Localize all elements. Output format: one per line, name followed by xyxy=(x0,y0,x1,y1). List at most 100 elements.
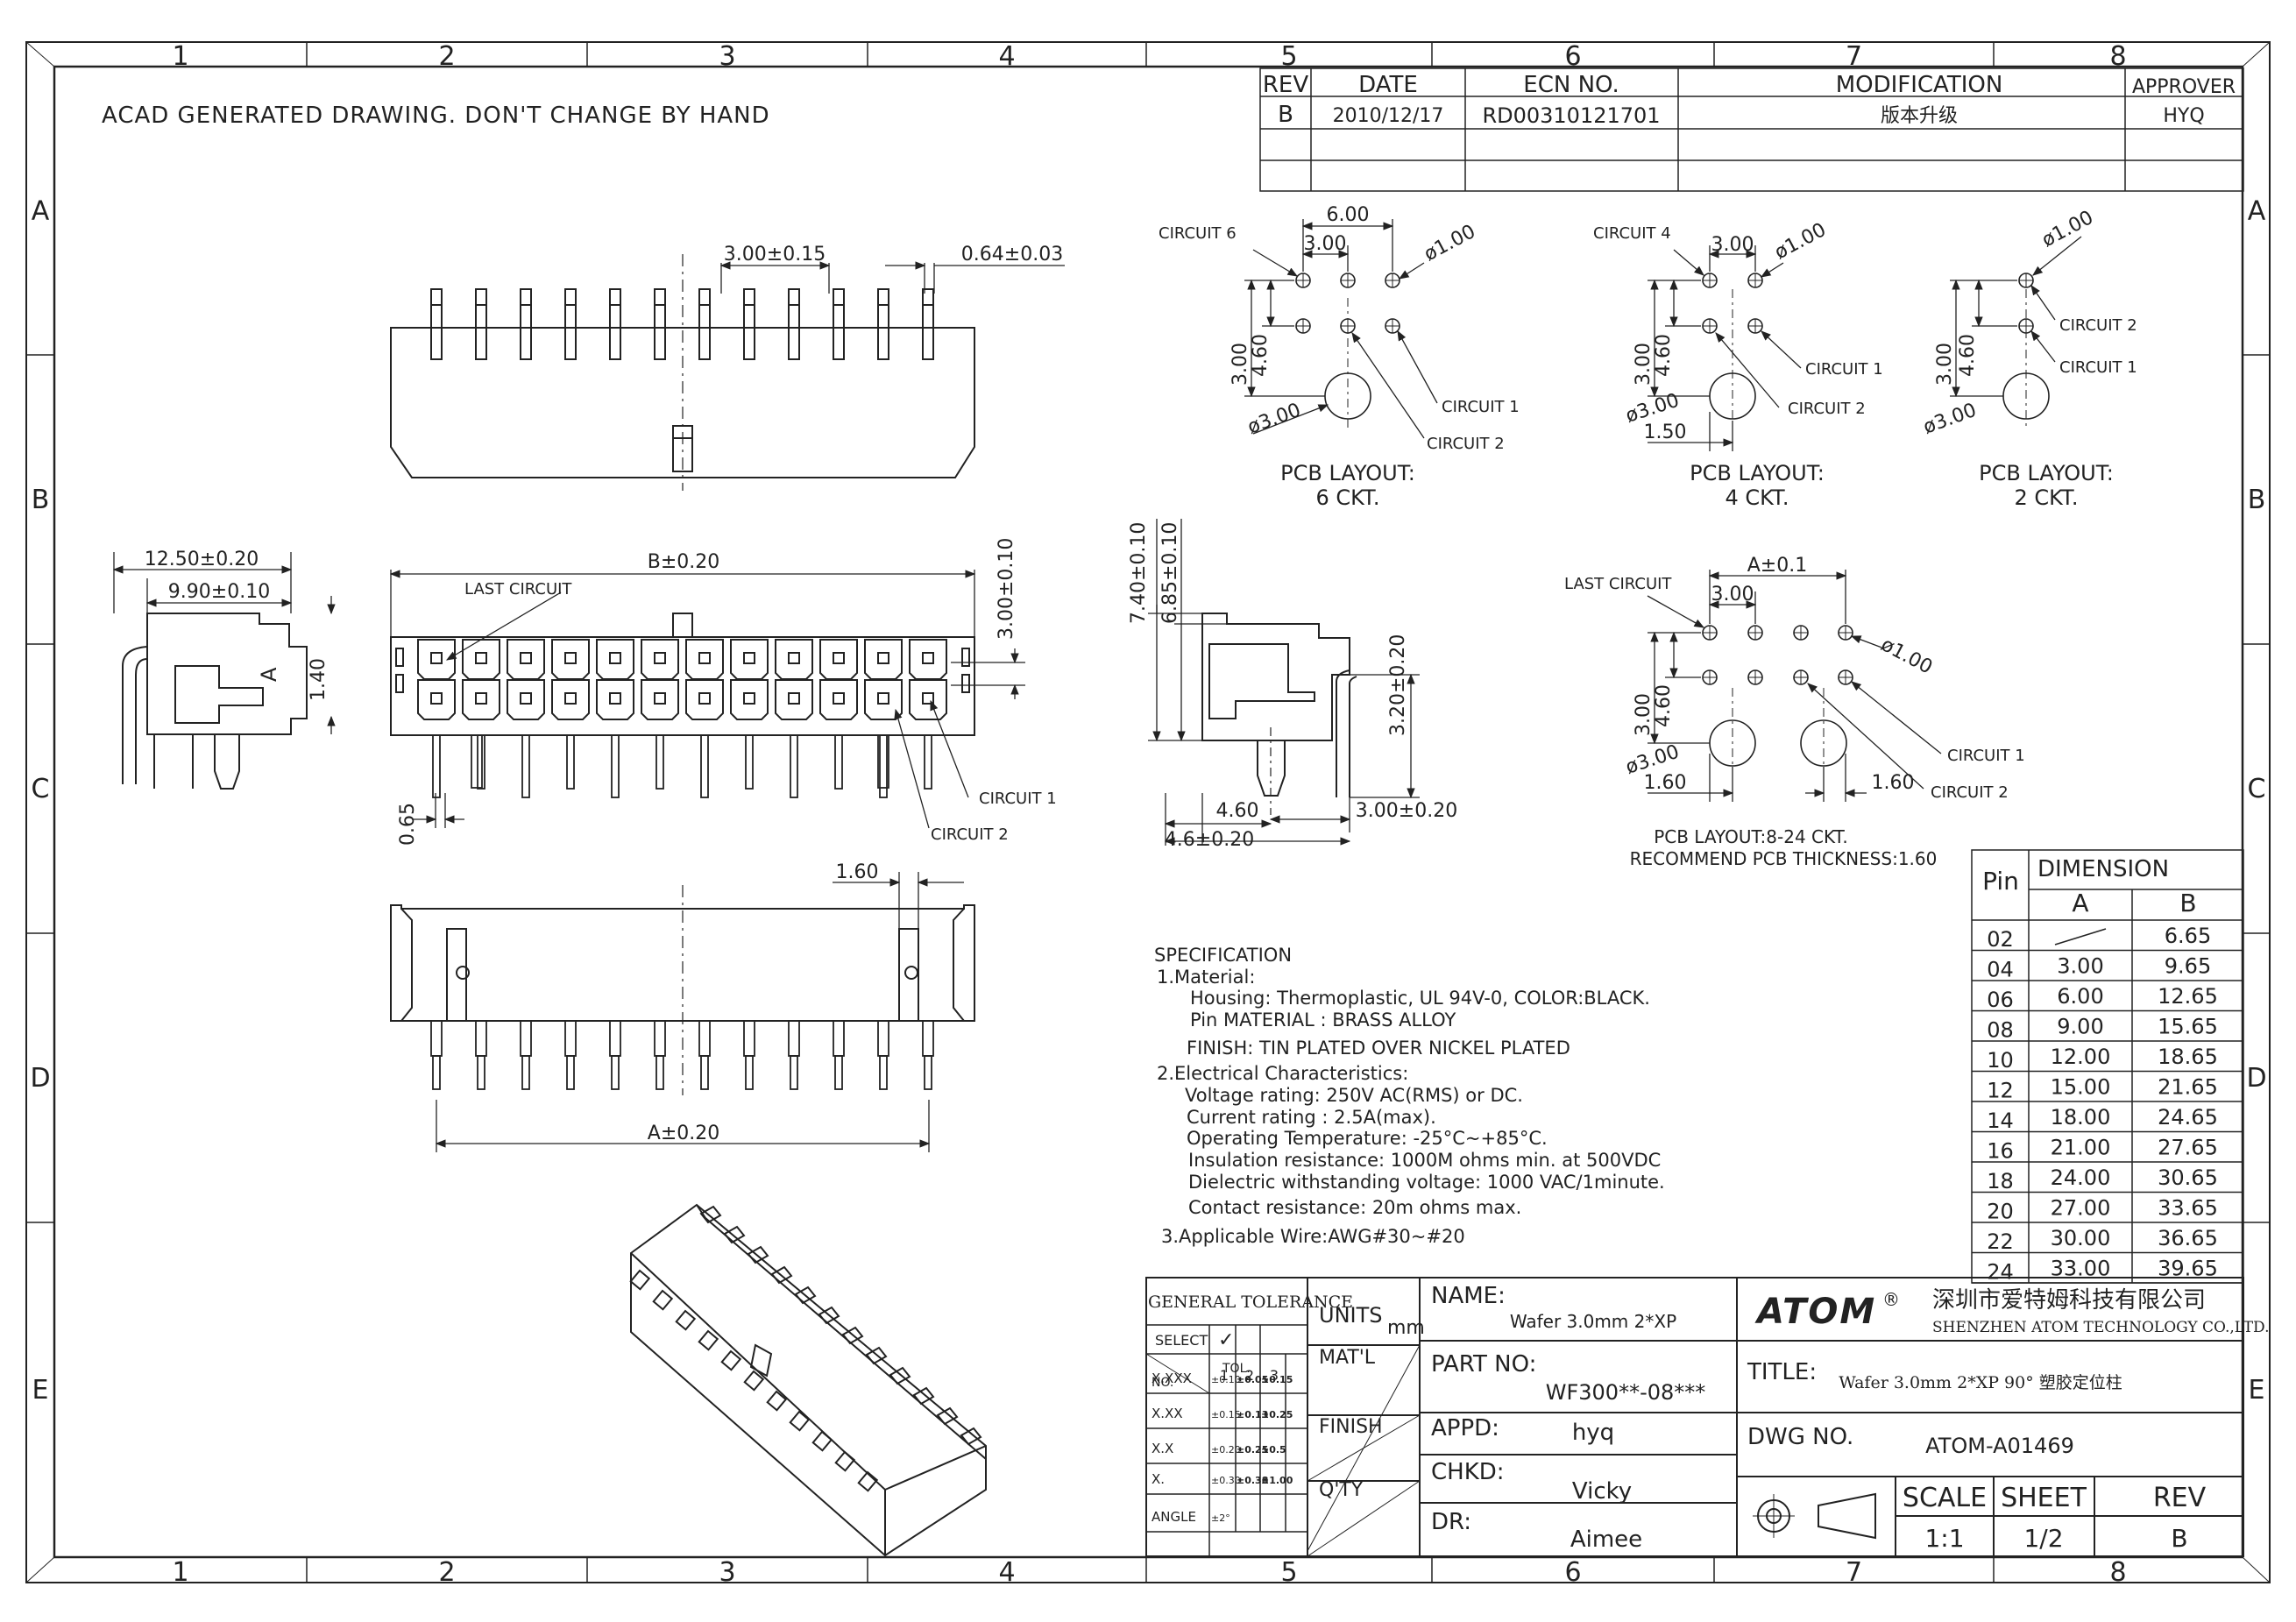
zone-ticks xyxy=(26,42,2270,1583)
dim-row-b: 36.65 xyxy=(2158,1226,2218,1250)
top-pin xyxy=(834,734,843,790)
front-pin xyxy=(520,288,532,360)
front-pin xyxy=(877,288,889,360)
rev-value-rev: B xyxy=(1278,102,1293,128)
tolerance-value: ±0.15 xyxy=(1261,1374,1293,1385)
dim-row-pin: 02 xyxy=(1987,927,2014,952)
tolerance-value: ±0.20 xyxy=(1211,1444,1241,1456)
dim-row-a: 33.00 xyxy=(2051,1257,2111,1281)
top-circuit2-label: CIRCUIT 2 xyxy=(931,825,1009,844)
spec-line: Current rating : 2.5A(max). xyxy=(1187,1107,1436,1128)
iso-cavity xyxy=(834,1450,856,1472)
part-no-label: PART NO: xyxy=(1431,1351,1536,1378)
dim-row-pin: 14 xyxy=(1987,1108,2014,1133)
cavity-terminal xyxy=(743,692,755,705)
zone-row-label-left: D xyxy=(30,1063,50,1094)
side-view: A 12.50±0.20 9.90±0.10 1.40 xyxy=(112,549,336,790)
pcb8-holes xyxy=(1702,625,1853,685)
cavity xyxy=(417,639,456,680)
cavity xyxy=(730,639,769,680)
zone-col-label-bottom: 1 xyxy=(172,1557,188,1588)
company-name-en: SHENZHEN ATOM TECHNOLOGY CO.,LTD. xyxy=(1932,1319,2269,1336)
spec-line: 1.Material: xyxy=(1157,967,1255,988)
tolerance-value: ±0.05 xyxy=(1237,1374,1268,1385)
iso-pin xyxy=(747,1245,769,1264)
pcb6-title: PCB LAYOUT: xyxy=(1280,461,1415,485)
dim-row-pin: 08 xyxy=(1987,1018,2014,1043)
rev-value-approver: HYQ xyxy=(2163,105,2204,127)
dim-row-a: 9.00 xyxy=(2057,1015,2103,1039)
rev-value-ecn: RD00310121701 xyxy=(1482,103,1660,128)
pcb8-offset2-dim: 1.60 xyxy=(1872,772,1915,794)
top-pin xyxy=(432,734,441,798)
tolerance-value: ±0.30 xyxy=(1211,1475,1241,1486)
dim-row-b: 30.65 xyxy=(2158,1165,2218,1190)
pcb2-hole-dim: ø1.00 xyxy=(2038,207,2097,251)
pcb4-pitch-dim: 3.00 xyxy=(1711,234,1754,256)
cavity-terminal xyxy=(430,652,443,664)
cavity-terminal xyxy=(609,692,621,705)
pcb8-a-dim: A±0.1 xyxy=(1747,555,1807,577)
dim-row-b: 9.65 xyxy=(2165,954,2211,979)
tolerance-row-label: X.XX xyxy=(1152,1406,1183,1421)
bottom-dim-a: A±0.20 xyxy=(648,1123,719,1144)
top-view-cavities xyxy=(417,639,947,720)
iso-cavity xyxy=(720,1349,742,1371)
tolerance-value: ±0.10 xyxy=(1211,1374,1241,1385)
tolerance-row-label: X.X xyxy=(1152,1441,1173,1456)
tolerance-value: ±0.15 xyxy=(1211,1409,1241,1420)
rev-header-approver: APPROVER xyxy=(2132,76,2236,98)
pcb4-circuit2-label: CIRCUIT 2 xyxy=(1788,400,1866,418)
iso-pin xyxy=(841,1326,864,1345)
right-dim-685: 6.85±0.10 xyxy=(1159,522,1181,624)
pcb4-circuit4-label: CIRCUIT 4 xyxy=(1593,224,1671,243)
isometric-view xyxy=(629,1203,987,1557)
cavity-terminal xyxy=(698,692,711,705)
pcb2-peg-dim: ø3.00 xyxy=(1921,400,1980,439)
pcb8-last-circuit-label: LAST CIRCUIT xyxy=(1564,575,1672,593)
iso-pin xyxy=(936,1406,959,1426)
qty-label: Q'TY xyxy=(1319,1479,1364,1501)
pcb4-circuit1-label: CIRCUIT 1 xyxy=(1805,360,1883,379)
iso-cavity xyxy=(652,1289,674,1311)
pcb8-title: PCB LAYOUT:8-24 CKT. xyxy=(1654,826,1848,847)
side-dim-3: 1.40 xyxy=(308,658,330,701)
dwg-no-value: ATOM-A01469 xyxy=(1925,1434,2074,1458)
cavity xyxy=(641,679,679,720)
bottom-pin-body xyxy=(609,1020,621,1057)
dim-row-pin: 04 xyxy=(1987,958,2014,982)
top-dim-3: 3.00±0.10 xyxy=(996,538,1017,640)
pcb8-subtitle: RECOMMEND PCB THICKNESS:1.60 xyxy=(1630,848,1938,869)
iso-cavity xyxy=(629,1269,651,1291)
atom-logo-reg: ® xyxy=(1882,1289,1900,1310)
front-view-pins xyxy=(430,288,934,360)
top-last-circuit-label: LAST CIRCUIT xyxy=(464,580,572,599)
cavity xyxy=(685,679,724,720)
zone-col-label-top: 4 xyxy=(998,41,1015,72)
matl-label: MAT'L xyxy=(1319,1347,1376,1369)
front-pin xyxy=(833,288,845,360)
iso-pin xyxy=(699,1205,722,1224)
spec-line: 2.Electrical Characteristics: xyxy=(1157,1063,1408,1084)
cavity xyxy=(551,679,590,720)
cavity xyxy=(775,639,813,680)
dr-label: DR: xyxy=(1431,1509,1471,1535)
company-name-cn: 深圳市爱特姆科技有限公司 xyxy=(1932,1287,2206,1314)
dr-value: Aimee xyxy=(1570,1526,1642,1553)
iso-cavity xyxy=(857,1470,879,1492)
top-peg xyxy=(877,734,889,789)
pcb8-circuit1-label: CIRCUIT 1 xyxy=(1947,747,2025,765)
bottom-pin-tail xyxy=(924,1055,932,1090)
top-pin xyxy=(655,734,664,790)
cavity xyxy=(596,639,634,680)
bottom-pin-body xyxy=(833,1020,845,1057)
pcb2-circuit2-label: CIRCUIT 2 xyxy=(2059,316,2137,335)
rev-header-date: DATE xyxy=(1358,72,1418,98)
cavity-terminal xyxy=(520,692,532,705)
right-side-view: 7.40±0.10 6.85±0.10 3.20±0.20 4.60 4.6±0… xyxy=(1128,519,1457,851)
zone-row-label-left: C xyxy=(32,774,50,804)
rev-header-mod: MODIFICATION xyxy=(1836,72,2003,98)
